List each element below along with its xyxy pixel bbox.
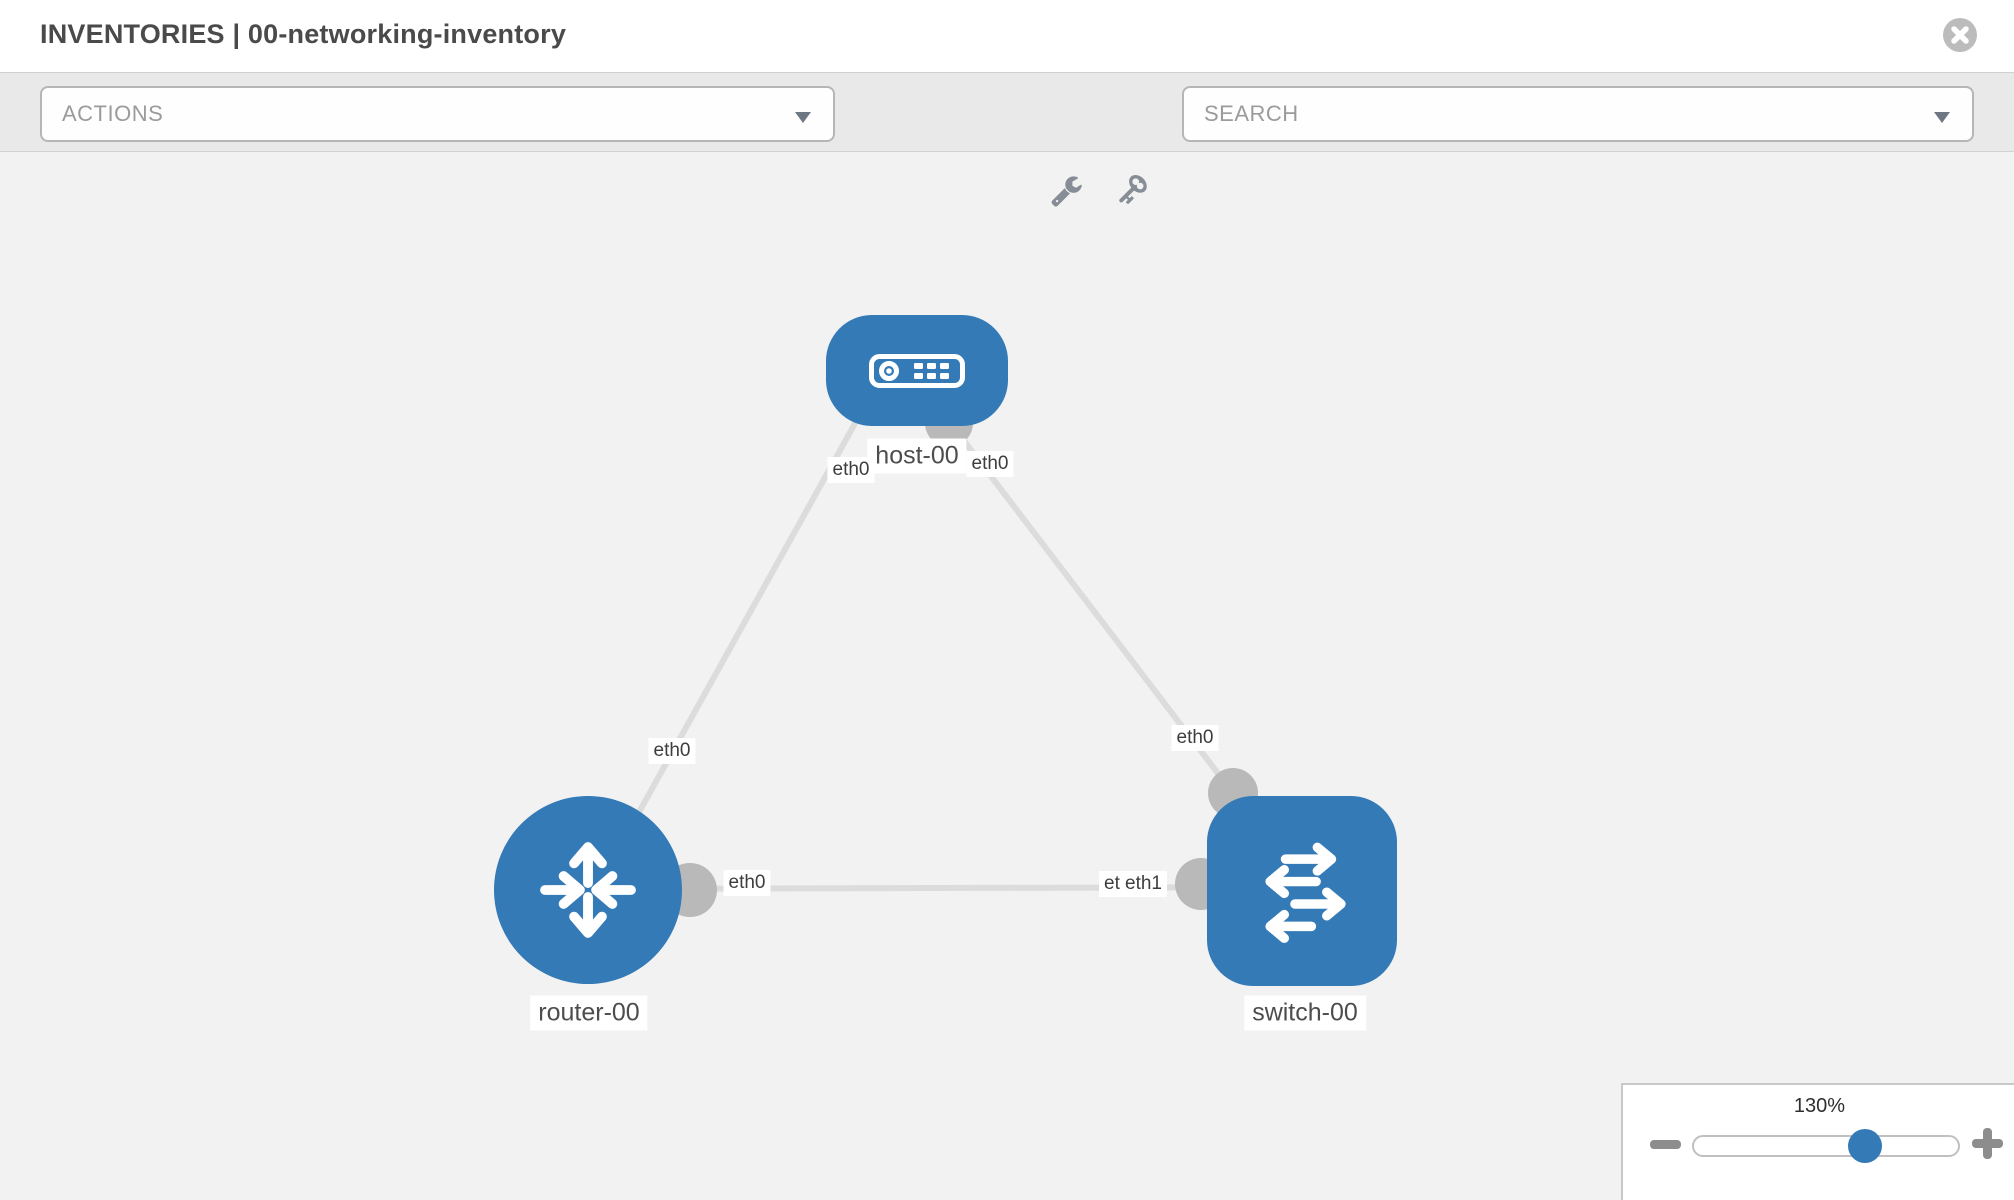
tools-button[interactable] [1044, 168, 1088, 212]
actions-dropdown-label: ACTIONS [62, 101, 164, 126]
zoom-control-panel: 130% [1621, 1083, 2014, 1200]
iface-label-host-eth0-left: eth0 [827, 457, 875, 483]
iface-label-host-eth0-right: eth0 [966, 451, 1014, 477]
router-icon [540, 842, 636, 938]
iface-label-router-eth0-top: eth0 [648, 738, 696, 764]
zoom-level-value: 130% [1793, 1095, 1846, 1117]
search-input[interactable] [1184, 88, 1972, 140]
iface-label-router-eth0-right: eth0 [723, 870, 771, 896]
node-router-00[interactable] [494, 796, 682, 984]
key-icon [1118, 174, 1147, 204]
switch-icon [1265, 842, 1346, 943]
close-button[interactable] [1942, 17, 1978, 53]
wrench-icon [1051, 175, 1082, 207]
topology-canvas[interactable] [0, 152, 2014, 1200]
node-label-router: router-00 [530, 995, 648, 1031]
node-label-switch: switch-00 [1244, 995, 1366, 1031]
close-icon [1943, 18, 1977, 52]
node-label-host: host-00 [867, 438, 967, 474]
node-host-00[interactable] [826, 315, 1008, 426]
zoom-slider-handle[interactable] [1848, 1129, 1882, 1163]
zoom-out-button[interactable] [1650, 1140, 1681, 1149]
node-switch-00[interactable] [1207, 796, 1397, 986]
actions-dropdown[interactable]: ACTIONS [40, 86, 835, 142]
chevron-down-icon [795, 112, 811, 123]
credentials-button[interactable] [1111, 168, 1155, 212]
panel-header: INVENTORIES | 00-networking-inventory [0, 0, 2014, 72]
search-box [1182, 86, 1974, 142]
zoom-in-button[interactable] [1972, 1128, 2003, 1159]
page-title: INVENTORIES | 00-networking-inventory [40, 19, 567, 49]
zoom-slider-track[interactable] [1692, 1135, 1960, 1157]
iface-label-switch-eth0-top: eth0 [1171, 725, 1219, 751]
chevron-down-icon [1934, 112, 1950, 123]
toolbar: ACTIONS [0, 72, 2014, 207]
iface-label-switch-eth1: eth1 [1120, 871, 1167, 897]
host-device-icon [869, 353, 965, 388]
